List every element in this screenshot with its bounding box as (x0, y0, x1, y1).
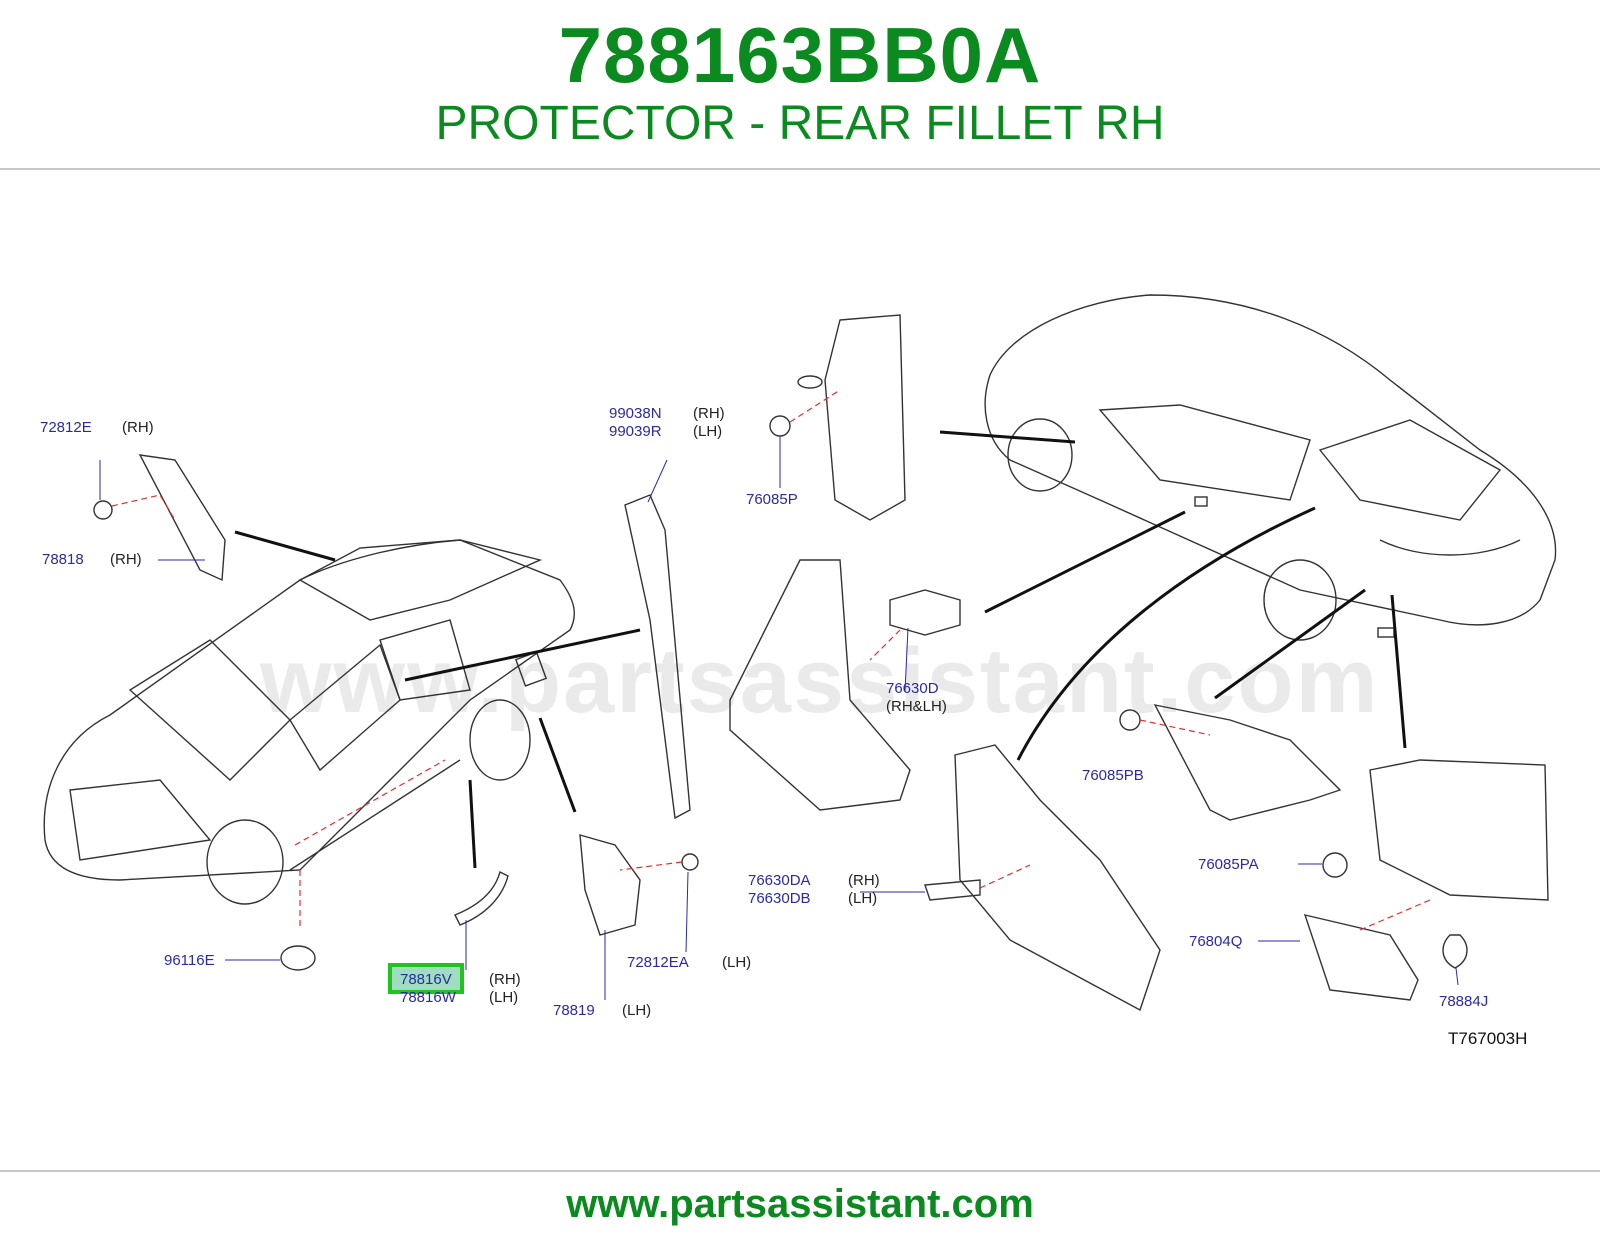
leader-lines (99, 436, 1459, 1000)
callout-99039R-side: (LH) (693, 423, 722, 440)
callout-72812EA-side: (LH) (722, 954, 751, 971)
part-number: 788163BB0A (558, 11, 1042, 99)
callout-76630D-side: (RH&LH) (886, 698, 947, 715)
header: 788163BB0A PROTECTOR - REAR FILLET RH (0, 0, 1600, 170)
header-divider (0, 168, 1600, 170)
callout-78818[interactable]: 78818 (42, 551, 84, 568)
car-left-drawing (43, 539, 576, 930)
callout-72812E-side: (RH) (122, 419, 154, 436)
callout-labels[interactable]: 72812E (RH) 78818 (RH) 99038N (RH) 99039… (40, 405, 1488, 1019)
callout-78884J[interactable]: 78884J (1439, 993, 1488, 1010)
drawing-code: T767003H (1448, 1029, 1527, 1048)
callout-99038N[interactable]: 99038N (609, 405, 662, 422)
callout-99039R[interactable]: 99039R (609, 423, 662, 440)
callout-78816V[interactable]: 78816V (400, 971, 452, 988)
callout-76630DA[interactable]: 76630DA (748, 872, 811, 889)
callout-76630DB-side: (LH) (848, 890, 877, 907)
direction-arrows (234, 430, 1407, 869)
callout-78819-side: (LH) (622, 1002, 651, 1019)
watermark: www.partsassistant.com (259, 630, 1379, 732)
callout-76804Q[interactable]: 76804Q (1189, 933, 1242, 950)
callout-76630DA-side: (RH) (848, 872, 880, 889)
callout-76630D[interactable]: 76630D (886, 680, 939, 697)
callout-highlight-box (388, 963, 464, 994)
callout-76085P[interactable]: 76085P (746, 491, 798, 508)
callout-78816V-side: (RH) (489, 971, 521, 988)
callout-99038N-side: (RH) (693, 405, 725, 422)
callout-96116E[interactable]: 96116E (164, 952, 215, 969)
callout-78816W[interactable]: 78816W (400, 989, 457, 1006)
callout-72812EA[interactable]: 72812EA (627, 954, 689, 971)
component-sketches (93, 314, 1549, 1012)
callout-72812E[interactable]: 72812E (40, 419, 92, 436)
callout-78819[interactable]: 78819 (553, 1002, 595, 1019)
parts-diagram: www.partsassistant.com (0, 170, 1600, 1170)
callout-78816W-side: (LH) (489, 989, 518, 1006)
callout-76085PB[interactable]: 76085PB (1082, 767, 1144, 784)
callout-76085PA[interactable]: 76085PA (1198, 856, 1259, 873)
footer-divider (0, 1170, 1600, 1172)
footer-url[interactable]: www.partsassistant.com (566, 1182, 1034, 1226)
car-right-drawing (984, 294, 1557, 641)
callout-78818-side: (RH) (110, 551, 142, 568)
parts-diagram-svg: www.partsassistant.com (40, 294, 1557, 1048)
part-description: PROTECTOR - REAR FILLET RH (435, 97, 1165, 150)
callout-76630DB[interactable]: 76630DB (748, 890, 811, 907)
